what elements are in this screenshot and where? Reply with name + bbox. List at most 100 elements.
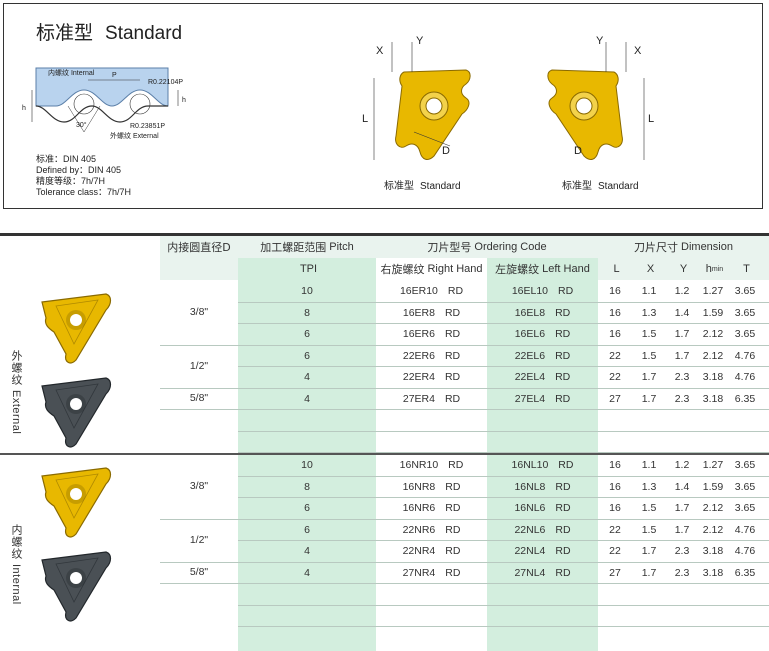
cell-tpi: 10 [301,459,313,471]
standard-info: 标准：DIN 405 Defined by：DIN 405 精度等级：7h/7H… [36,154,132,197]
row-divider [238,344,769,346]
section-label: 外螺纹External [10,350,23,435]
cell-L: 22 [609,371,621,383]
cell-hmin: 1.59 [702,306,724,319]
section-label: 内螺纹Internal [10,524,23,605]
cell-hmin: 2.12 [702,349,724,362]
row-divider [238,301,769,303]
row-divider [238,387,769,389]
cell-X: 1.7 [641,371,657,383]
cell-X: 1.5 [641,502,657,514]
row-divider [238,366,769,367]
insert-diagram-right: X Y L D [362,35,471,160]
h-label-right: h [182,97,186,104]
cell-Y: 1.7 [674,502,690,514]
gold-insert-image [41,467,112,538]
empty-row-divider [238,626,769,627]
cell-hmin: 2.12 [702,523,724,536]
cell-tpi: 6 [304,328,310,340]
header-bore: 内接圆直径D [167,241,231,254]
cell-Y: 1.7 [674,328,690,340]
cell-X: 1.1 [641,285,657,297]
insert-diagram-left: X Y L D [547,35,654,160]
cell-bore: 5/8" [189,392,209,405]
cell-L: 16 [609,459,621,471]
group-divider [160,518,238,520]
cell-L: 27 [609,392,621,405]
cell-tpi: 6 [304,502,310,514]
cell-L: 16 [609,306,621,319]
internal-label: 内螺纹 Internal [48,68,95,77]
angle-label: 30° [76,121,87,129]
cell-T: 4.76 [734,349,756,362]
group-divider [160,583,238,584]
cell-Y: 2.3 [674,566,690,579]
cell-Y: 2.3 [674,545,690,557]
cell-X: 1.1 [641,459,657,471]
cell-L: 22 [609,349,621,362]
cell-bore: 1/2" [189,534,209,546]
header-L: L [613,263,620,275]
cell-X: 1.5 [641,523,657,536]
diag2-y: Y [596,35,604,47]
thread-profile-diagram: 内螺纹 Internal P R0.22104P R0.23851P 30° h… [22,67,186,140]
row-divider [238,518,769,520]
header-Y: Y [679,263,688,275]
cell-Y: 1.4 [674,306,690,319]
internal-thread-body [35,67,169,107]
cell-X: 1.3 [641,480,657,493]
group-divider [160,344,238,346]
diag1-x: X [376,45,384,57]
cell-tpi: 6 [304,523,310,536]
cell-tpi: 4 [304,545,310,557]
cell-bore: 3/8" [189,480,209,493]
row-divider [238,409,769,410]
cell-T: 3.65 [734,502,756,514]
cell-L: 22 [609,545,621,557]
row-divider [238,497,769,498]
cell-Y: 1.7 [674,349,690,362]
cell-T: 3.65 [734,459,756,471]
cell-T: 6.35 [734,392,756,405]
header-X: X [646,263,655,275]
cell-T: 4.76 [734,545,756,557]
cell-hmin: 2.12 [702,328,724,340]
cell-Y: 1.7 [674,523,690,536]
empty-row-divider [238,452,769,453]
cell-T: 4.76 [734,523,756,536]
gold-insert-image [41,293,112,364]
cell-X: 1.5 [641,328,657,340]
h-label-left: h [22,105,26,112]
row-divider [238,583,769,584]
cell-hmin: 3.18 [702,371,724,383]
cell-tpi: 8 [304,480,310,493]
cell-X: 1.5 [641,349,657,362]
group-divider [160,387,238,389]
cell-tpi: 4 [304,371,310,383]
r1-label: R0.22104P [148,79,183,86]
diag2-l: L [648,113,654,125]
cell-hmin: 1.27 [702,285,724,297]
